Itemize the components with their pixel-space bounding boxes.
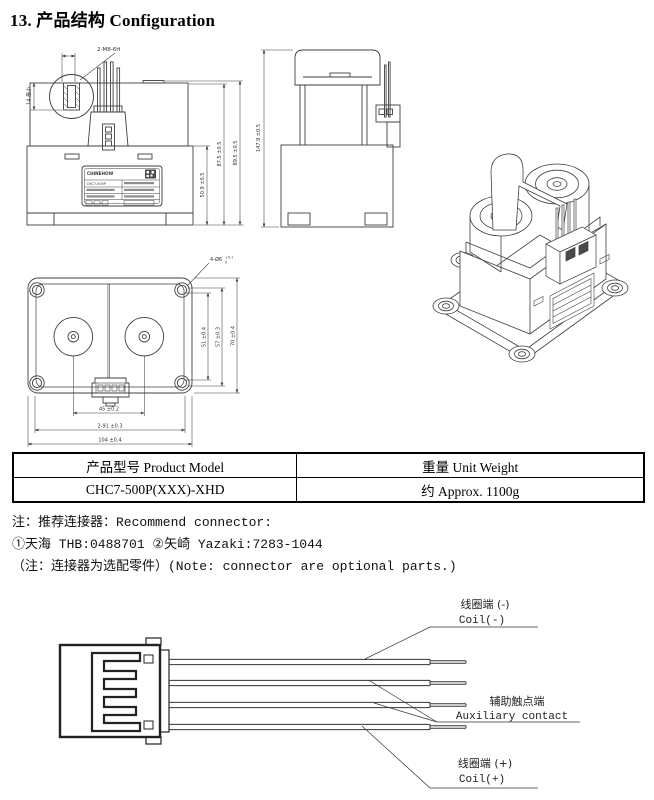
spec-table-header-row: 产品型号 Product Model 重量 Unit Weight [12, 452, 645, 478]
dim-h3: 104 ±0.4 [98, 438, 121, 444]
label-coil-pos-cn: 线圈端 (+) [458, 756, 512, 770]
spec-value-weight: 约 Approx. 1100g [296, 477, 645, 503]
pole-bosses [53, 316, 165, 357]
dim-thread-depth: 14 最小 [26, 87, 33, 105]
dim-side-total-height: 147.9 ±0.5 [256, 124, 262, 152]
nameplate-model: CHC7-500P [87, 182, 106, 186]
label-coil-neg-cn: 线圈端 (-) [460, 597, 509, 611]
dim-total-height: 89.5 ±0.5 [233, 141, 239, 166]
side-view-body [280, 49, 401, 228]
label-coil-pos-en: Coil(+) [459, 774, 505, 786]
hole-tol-upper: +0.1 [225, 256, 233, 260]
dim-body-height: 50.9 ±0.5 [200, 173, 206, 198]
dim-v3: 70 ±0.4 [231, 326, 237, 346]
wiring-leaders [361, 626, 580, 789]
mounting-holes [29, 282, 190, 391]
nameplate-brand: CHINEHOW [87, 171, 114, 176]
iso-nameplate [533, 254, 610, 330]
aux-connector-side [375, 104, 401, 148]
dim-terminal-height: 87.5 ±0.5 [217, 142, 223, 167]
thread-detail-circle [49, 74, 94, 119]
note-line-2: ①天海 THB:0488701 ②矢崎 Yazaki:7283-1044 [12, 537, 323, 552]
nameplate-cert-icons [85, 200, 155, 206]
aux-connector-bottom [91, 377, 130, 407]
spec-header-model: 产品型号 Product Model [12, 452, 298, 478]
label-coil-neg-en: Coil(-) [459, 615, 505, 627]
coil-pins [97, 61, 121, 113]
side-view-drawing: 147.9 ±0.5 [256, 49, 401, 228]
dim-v2: 57 ±0.3 [216, 327, 222, 347]
front-view-dimensions [30, 52, 244, 226]
wiring-diagram: 线圈端 (-) Coil(-) 辅助触点端 Auxiliary contact … [58, 597, 580, 789]
note-line-3: （注：连接器为选配零件）(Note: connector are optiona… [12, 559, 457, 574]
note-line-1: 注：推荐连接器：Recommend connector: [12, 515, 273, 530]
wiring-wires [169, 658, 467, 731]
label-aux-en: Auxiliary contact [456, 711, 568, 723]
dim-h1: 45 ±0.2 [99, 407, 119, 413]
front-view-body [26, 61, 194, 226]
label-aux-cn: 辅助触点端 [490, 694, 545, 708]
bottom-view-drawing: 4-Ø6 +0.1 0 51 ±0.4 57 ±0.3 70 ±0.4 45 ±… [27, 256, 240, 447]
bottom-view-dimensions [27, 262, 240, 447]
side-view-dimensions [261, 49, 293, 228]
front-view-drawing: CHINEHOW CHC7-500P [26, 47, 244, 226]
isometric-view-drawing [432, 153, 629, 363]
hole-tol-lower: 0 [225, 261, 227, 265]
front-nameplate: CHINEHOW CHC7-500P [81, 165, 163, 207]
spec-header-weight: 重量 Unit Weight [296, 452, 645, 478]
wiring-connector [58, 637, 170, 745]
page-title: 13. 产品结构 Configuration [10, 11, 216, 30]
iso-aux-connector [545, 198, 597, 285]
dim-v1: 51 ±0.4 [202, 327, 208, 347]
spec-table: 产品型号 Product Model 重量 Unit Weight CHC7-5… [12, 452, 645, 503]
hole-callout: 4-Ø6 [210, 256, 222, 263]
dim-h2: 2-91 ±0.3 [97, 424, 122, 430]
nameplate-qr-icon [145, 169, 156, 179]
notes-block: 注：推荐连接器：Recommend connector: ①天海 THB:048… [12, 512, 632, 578]
dim-thread-callout: 2-M8-6H [97, 47, 120, 53]
spec-table-value-row: CHC7-500P(XXX)-XHD 约 Approx. 1100g [12, 477, 645, 503]
bottom-view-body [27, 277, 193, 407]
spec-value-model: CHC7-500P(XXX)-XHD [12, 477, 298, 503]
